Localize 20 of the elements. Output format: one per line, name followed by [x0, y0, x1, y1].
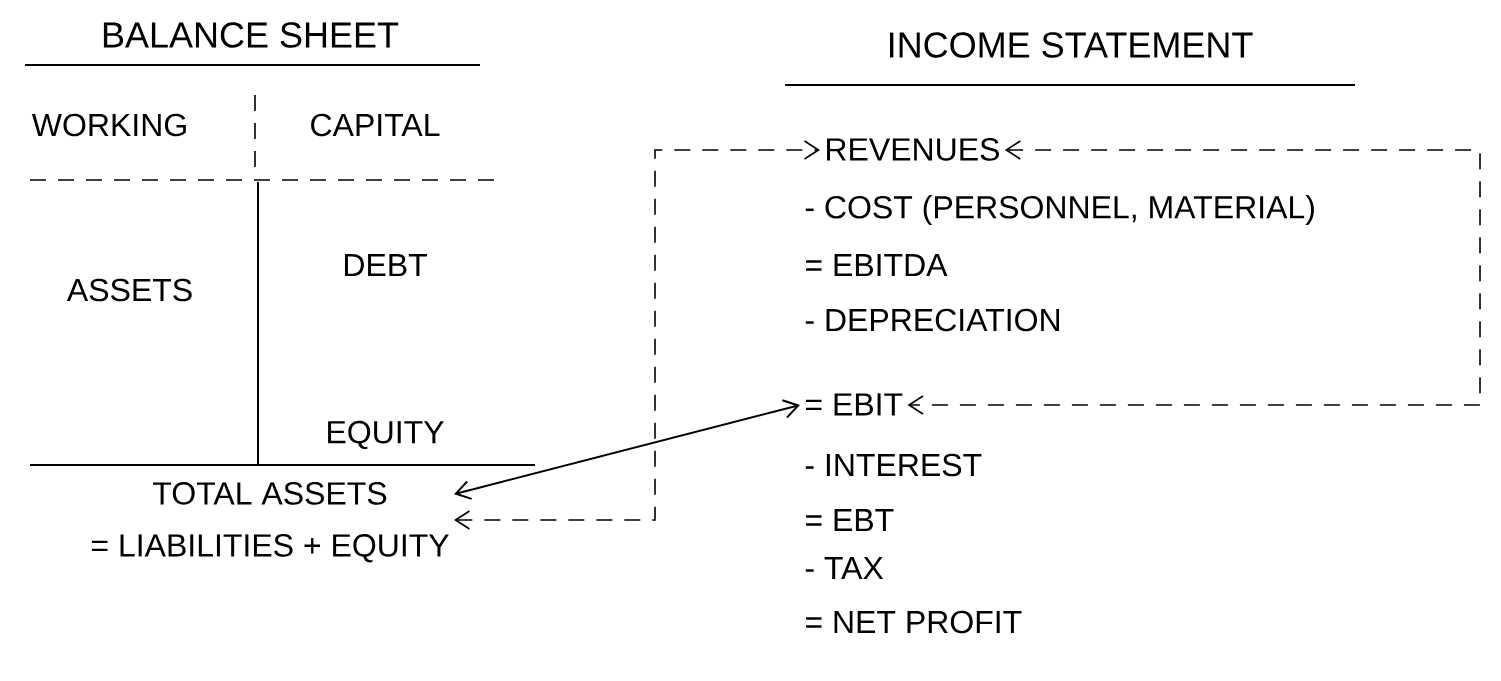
account-label: ASSETS: [66, 278, 192, 302]
column-heading: WORKING: [31, 113, 186, 137]
statement-line: = EBITDA: [806, 254, 948, 276]
statement-line: - INTEREST: [805, 453, 982, 477]
statement-line: TOTAL ASSETS = LIABILITIES + EQUITY: [91, 482, 449, 563]
statement-line: = EBT: [806, 509, 894, 531]
arrow: [454, 140, 820, 530]
statement-line: = EBIT: [806, 393, 903, 416]
statement-line: REVENUES: [827, 138, 999, 161]
arrow: [907, 140, 1481, 415]
column-heading: CAPITAL: [311, 113, 440, 137]
account-label: DEBT: [344, 254, 427, 276]
statement-line: - DEPRECIATION: [805, 308, 1059, 332]
statement-line: - TAX: [805, 557, 884, 579]
account-label: EQUITY: [328, 420, 444, 450]
statement-line: = NET PROFIT: [806, 610, 1022, 634]
statement-line: - COST (PERSONNEL, MATERIAL): [805, 195, 1314, 225]
heading: BALANCE SHEET: [103, 22, 399, 48]
heading: INCOME STATEMENT: [890, 32, 1253, 58]
arrow: [454, 399, 800, 500]
